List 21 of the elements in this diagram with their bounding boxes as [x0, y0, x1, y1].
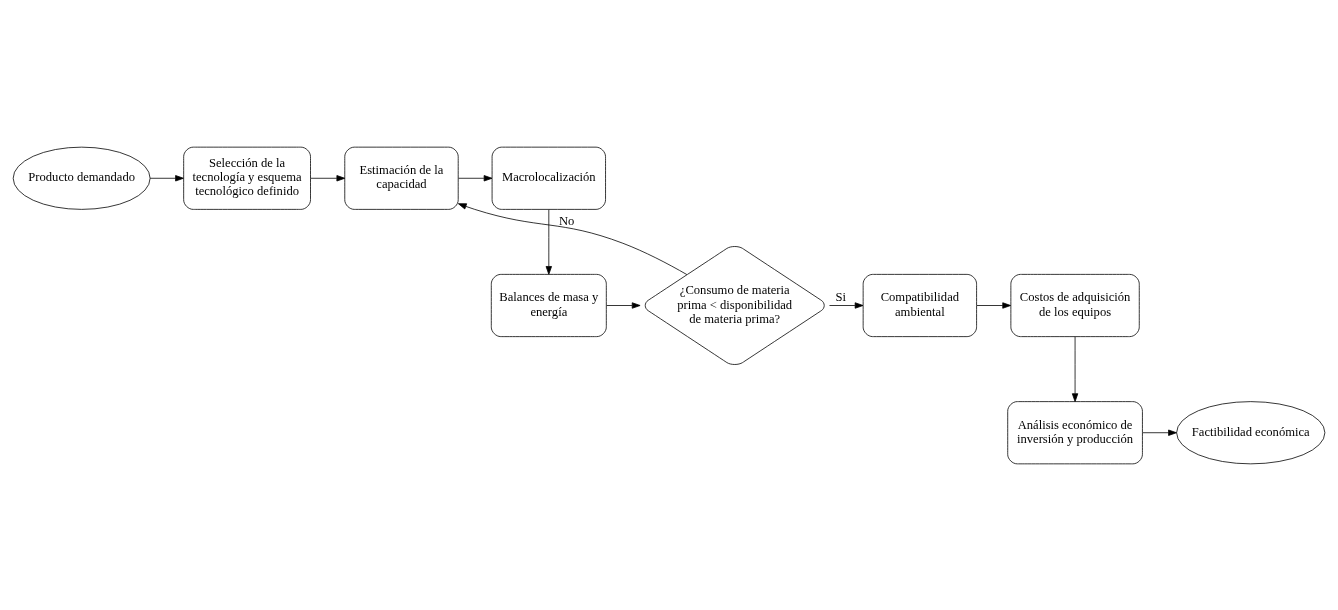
arrow — [1071, 335, 1079, 402]
edge-label: Si — [835, 289, 846, 304]
arrow — [829, 301, 864, 309]
arrow — [310, 174, 346, 181]
arrow — [545, 208, 552, 275]
arrow — [458, 174, 493, 181]
edge-label: No — [558, 213, 575, 228]
node-box: Balances de masa y energía — [490, 273, 607, 337]
arrow — [1142, 429, 1177, 436]
node-ellipse: Factibilidad económica — [1176, 400, 1326, 464]
node-box: Costos de adquisición de los equipos — [1010, 273, 1140, 337]
arrow — [606, 301, 641, 309]
node-box: Compatibilidad ambiental — [862, 273, 977, 337]
node-box: Macrolocalización — [491, 146, 606, 210]
node-box: Análisis económico de inversión y producción — [1007, 400, 1143, 464]
node-box: Estimación de la capacidad — [344, 146, 459, 210]
node-box: Selección de la tecnología y esquema tecnológico definido — [183, 146, 311, 210]
node-ellipse: Producto demandado — [12, 146, 151, 210]
arrow — [976, 301, 1011, 309]
arrow — [149, 174, 184, 181]
arrow — [457, 202, 688, 275]
